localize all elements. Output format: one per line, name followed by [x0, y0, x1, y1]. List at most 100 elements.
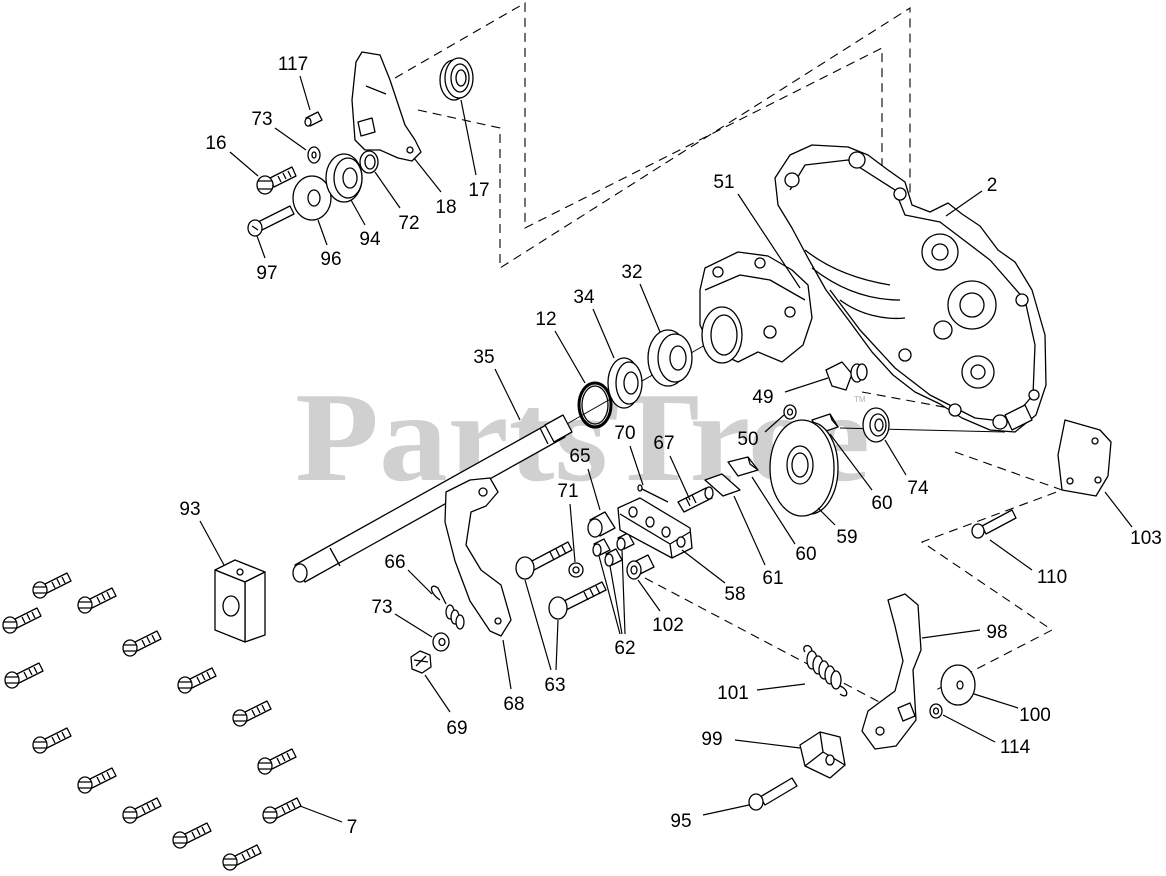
leader-line-67: [669, 455, 691, 501]
callout-58: 58: [724, 584, 745, 605]
callout-18: 18: [435, 197, 456, 218]
leader-lines: [199, 75, 1133, 823]
washer-114: [929, 703, 943, 719]
plate-58: [617, 497, 693, 559]
housing-2: [774, 144, 1047, 433]
callout-117: 117: [278, 54, 308, 75]
nut-69: [410, 650, 432, 674]
callout-72: 72: [398, 213, 419, 234]
bolt-7: [77, 767, 117, 794]
leader-line-103: [1104, 491, 1133, 528]
bolt-7: [2, 607, 42, 634]
leader-line-17: [460, 99, 477, 176]
leader-line-60-lower: [751, 476, 796, 545]
leader-line-117: [299, 75, 311, 111]
leader-line-93: [199, 520, 225, 566]
callout-93: 93: [179, 499, 200, 520]
bolt-7: [122, 630, 162, 657]
leader-line-50: [764, 414, 785, 433]
pin-117: [304, 111, 323, 127]
callout-2: 2: [987, 175, 998, 196]
leader-line-7: [299, 805, 343, 823]
bolt-63-lower: [548, 581, 607, 620]
leader-line-95: [702, 804, 750, 816]
leader-line-35: [494, 368, 521, 421]
leader-line-101: [756, 683, 806, 691]
callout-73-top: 73: [251, 109, 272, 130]
leader-line-16: [229, 151, 259, 177]
clip-50: [783, 404, 797, 420]
bolt-7: [232, 700, 272, 727]
bolt-7: [32, 572, 72, 599]
leader-line-96: [317, 219, 328, 246]
callout-102: 102: [652, 615, 684, 636]
spacer-102: [626, 554, 655, 580]
bearing-74: [862, 407, 890, 443]
leader-line-66: [407, 569, 433, 595]
nut-71: [568, 562, 584, 578]
phantom-line-lower: [644, 577, 886, 706]
leader-line-72: [374, 171, 401, 209]
callout-50: 50: [737, 429, 758, 450]
plate-103: [1057, 419, 1112, 497]
callout-99: 99: [701, 729, 722, 750]
leader-line-34: [592, 308, 615, 359]
washer-72: [359, 150, 379, 174]
bolt-63-upper: [515, 541, 573, 580]
leader-line-68: [502, 639, 512, 690]
leader-line-63-a: [524, 579, 552, 671]
arm-98: [861, 593, 922, 750]
leader-line-49: [784, 377, 829, 393]
leader-line-61: [733, 495, 766, 566]
callout-17: 17: [468, 180, 489, 201]
callout-100: 100: [1019, 705, 1051, 726]
callout-67: 67: [653, 433, 674, 454]
callout-59: 59: [836, 527, 857, 548]
callout-60-lower: 60: [795, 544, 816, 565]
callout-73-lower: 73: [371, 597, 392, 618]
callout-110: 110: [1037, 567, 1067, 588]
bolt-7: [122, 797, 162, 824]
bearing-32: [647, 329, 693, 387]
callout-32: 32: [621, 262, 642, 283]
pin-67: [677, 486, 714, 513]
pin-70: [637, 484, 669, 503]
watermark-trademark: TM: [854, 395, 866, 404]
bearing-94: [325, 153, 363, 203]
bolt-7: [177, 667, 217, 694]
leader-line-110: [989, 539, 1033, 571]
callout-16: 16: [205, 133, 226, 154]
bolt-7: [222, 844, 262, 871]
callout-65: 65: [569, 446, 590, 467]
callout-96: 96: [320, 249, 341, 270]
bolt-110: [971, 509, 1017, 539]
callout-114: 114: [1000, 737, 1031, 758]
leader-line-94: [350, 199, 366, 226]
leader-line-65: [587, 468, 601, 511]
spacer-62-a: [592, 538, 611, 557]
bolt-7: [257, 748, 297, 775]
snap-ring-12: [577, 381, 613, 429]
leader-line-62-b: [609, 565, 623, 635]
callout-61: 61: [762, 568, 783, 589]
leader-line-32: [639, 283, 661, 333]
callout-69: 69: [446, 718, 467, 739]
bolt-7: [262, 797, 302, 824]
callout-101: 101: [717, 683, 749, 704]
phantom-line-right: [920, 451, 1064, 691]
callout-70: 70: [614, 423, 635, 444]
leader-line-51: [737, 193, 801, 289]
callout-60-upper: 60: [871, 493, 892, 514]
leader-line-63-b: [555, 619, 559, 671]
pulley-59: [769, 419, 839, 517]
lever-68: [444, 477, 512, 637]
shaft-35: [292, 414, 573, 583]
callout-35: 35: [473, 347, 494, 368]
callout-94: 94: [359, 229, 381, 250]
leader-line-73-lower: [394, 613, 433, 638]
block-99: [799, 731, 846, 779]
callouts: 117 73 16 18 17 72 94 96 97 2 51 32 34 1…: [179, 54, 1161, 838]
washer-73-lower: [432, 632, 450, 652]
bolt-7: [77, 587, 117, 614]
